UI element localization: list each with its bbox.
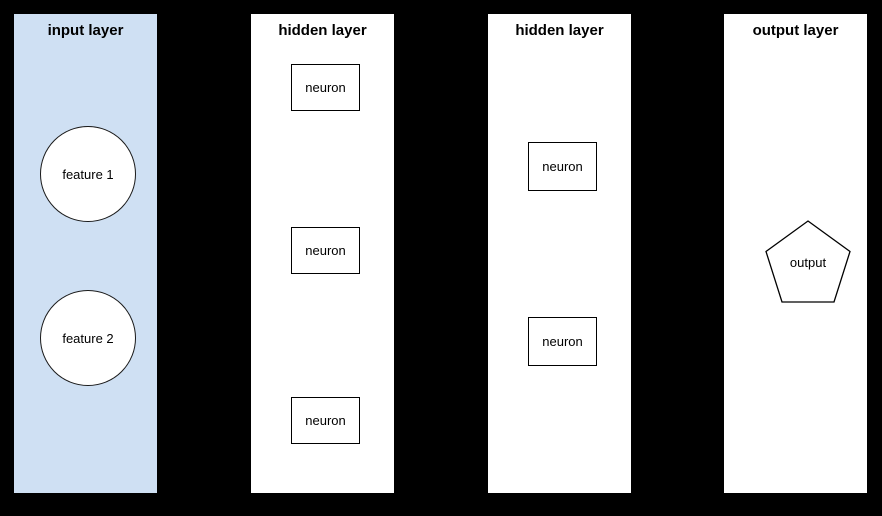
layer-title-input-layer: input layer <box>47 22 124 39</box>
layer-title-output-layer: output layer <box>752 22 839 39</box>
node-hidden1-neuron-1[interactable]: neuron <box>291 64 360 111</box>
node-hidden1-neuron-3-label: neuron <box>305 413 346 428</box>
node-hidden1-neuron-2[interactable]: neuron <box>291 227 360 274</box>
node-feature-1-label: feature 1 <box>62 166 114 182</box>
node-feature-1[interactable]: feature 1 <box>40 126 136 222</box>
node-feature-2-label: feature 2 <box>62 330 114 346</box>
node-hidden2-neuron-2-label: neuron <box>542 334 583 349</box>
node-hidden1-neuron-2-label: neuron <box>305 243 346 258</box>
node-hidden2-neuron-2[interactable]: neuron <box>528 317 597 366</box>
node-hidden2-neuron-1[interactable]: neuron <box>528 142 597 191</box>
node-hidden2-neuron-1-label: neuron <box>542 159 583 174</box>
node-output-label: output <box>789 255 827 270</box>
layer-panel-input-layer[interactable] <box>13 13 158 494</box>
edge-group <box>135 86 768 421</box>
layer-title-hidden-layer-2: hidden layer <box>515 22 604 39</box>
node-hidden1-neuron-3[interactable]: neuron <box>291 397 360 444</box>
layer-panel-hidden-layer-2[interactable] <box>487 13 632 494</box>
node-output-pentagon-shape[interactable] <box>760 215 856 311</box>
node-feature-2[interactable]: feature 2 <box>40 290 136 386</box>
layer-title-hidden-layer-1: hidden layer <box>278 22 367 39</box>
node-hidden1-neuron-1-label: neuron <box>305 80 346 95</box>
